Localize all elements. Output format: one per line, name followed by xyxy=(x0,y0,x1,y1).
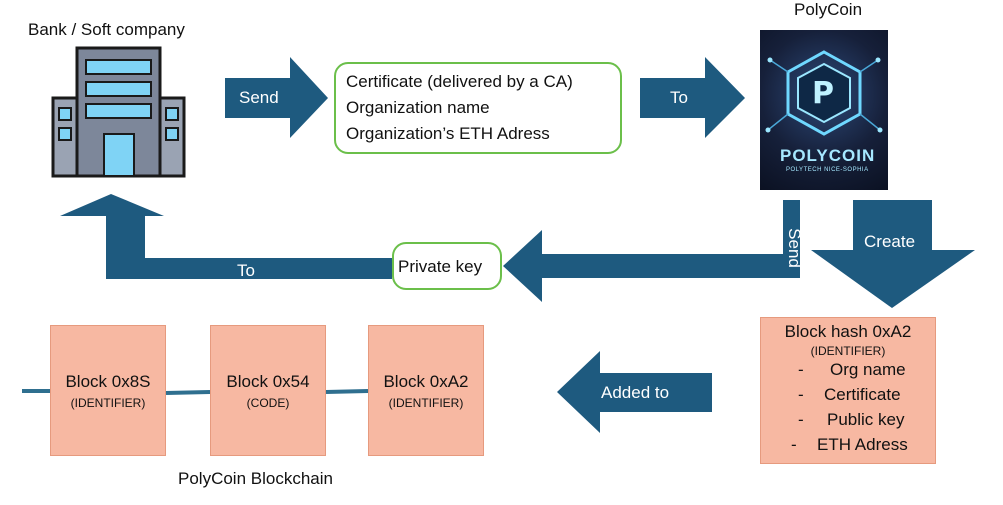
chain-block-name: Block 0x54 xyxy=(226,372,310,391)
new-block-item: Public key xyxy=(827,410,905,429)
added-to-label: Added to xyxy=(601,383,670,402)
send-arrow-label: Send xyxy=(239,88,279,107)
polycoin-logo-subtext: POLYTECH NICE-SOPHIA xyxy=(786,167,869,173)
added-to-arrow xyxy=(557,351,712,433)
eth-address-line: Organization’s ETH Adress xyxy=(346,124,550,143)
chain-block: Block 0xA2 (IDENTIFIER) xyxy=(368,325,484,456)
chain-block-name: Block 0xA2 xyxy=(383,372,469,391)
send-return-arrow xyxy=(503,200,800,302)
new-block-bullet: - xyxy=(791,435,797,454)
new-block-item: Org name xyxy=(830,360,906,379)
new-block-box: Block hash 0xA2 (IDENTIFIER) - Org name … xyxy=(760,317,936,464)
chain-line-mid1 xyxy=(165,390,211,395)
new-block-bullet: - xyxy=(798,385,804,404)
new-block-bullet: - xyxy=(798,410,804,429)
certificate-box: Certificate (delivered by a CA) Organiza… xyxy=(334,62,622,154)
new-block-item: Certificate xyxy=(824,385,901,404)
chain-label: PolyCoin Blockchain xyxy=(178,469,333,488)
to-arrow xyxy=(640,57,745,138)
organization-name-line: Organization name xyxy=(346,98,490,117)
polycoin-logo-text: POLYCOIN xyxy=(780,146,876,165)
polycoin-logo-letter: P xyxy=(812,76,834,111)
chain-block: Block 0x8S (IDENTIFIER) xyxy=(50,325,166,456)
chain-block: Block 0x54 (CODE) xyxy=(210,325,326,456)
chain-block-tag: (CODE) xyxy=(246,396,290,410)
create-arrow xyxy=(811,200,975,308)
chain-block-tag: (IDENTIFIER) xyxy=(388,396,464,410)
office-building-icon xyxy=(51,46,186,178)
new-block-items: - Org name - Certificate - Public key - … xyxy=(761,358,935,458)
chain-block-name: Block 0x8S xyxy=(65,372,151,391)
create-arrow-label: Create xyxy=(864,232,916,251)
new-block-tag: (IDENTIFIER) xyxy=(810,344,886,358)
new-block-item: ETH Adress xyxy=(817,435,908,454)
send-arrow xyxy=(225,57,328,138)
private-key-box: Private key xyxy=(392,242,502,290)
bank-title: Bank / Soft company xyxy=(28,20,185,39)
chain-line-mid2 xyxy=(325,389,369,394)
circuit-pattern xyxy=(765,50,883,136)
send-vertical-label: Send xyxy=(784,228,804,268)
chain-block-tag: (IDENTIFIER) xyxy=(70,396,146,410)
to-return-label: To xyxy=(237,261,255,280)
polycoin-title: PolyCoin xyxy=(794,0,863,19)
new-block-title: Block hash 0xA2 xyxy=(784,322,912,341)
private-key-label: Private key xyxy=(398,257,483,276)
certificate-line: Certificate (delivered by a CA) xyxy=(346,72,573,91)
new-block-bullet: - xyxy=(798,360,804,379)
polycoin-logo: P POLYCOIN POLYTECH NICE-SOPHIA xyxy=(760,30,888,190)
to-return-arrow xyxy=(60,194,392,279)
to-arrow-label: To xyxy=(670,88,688,107)
